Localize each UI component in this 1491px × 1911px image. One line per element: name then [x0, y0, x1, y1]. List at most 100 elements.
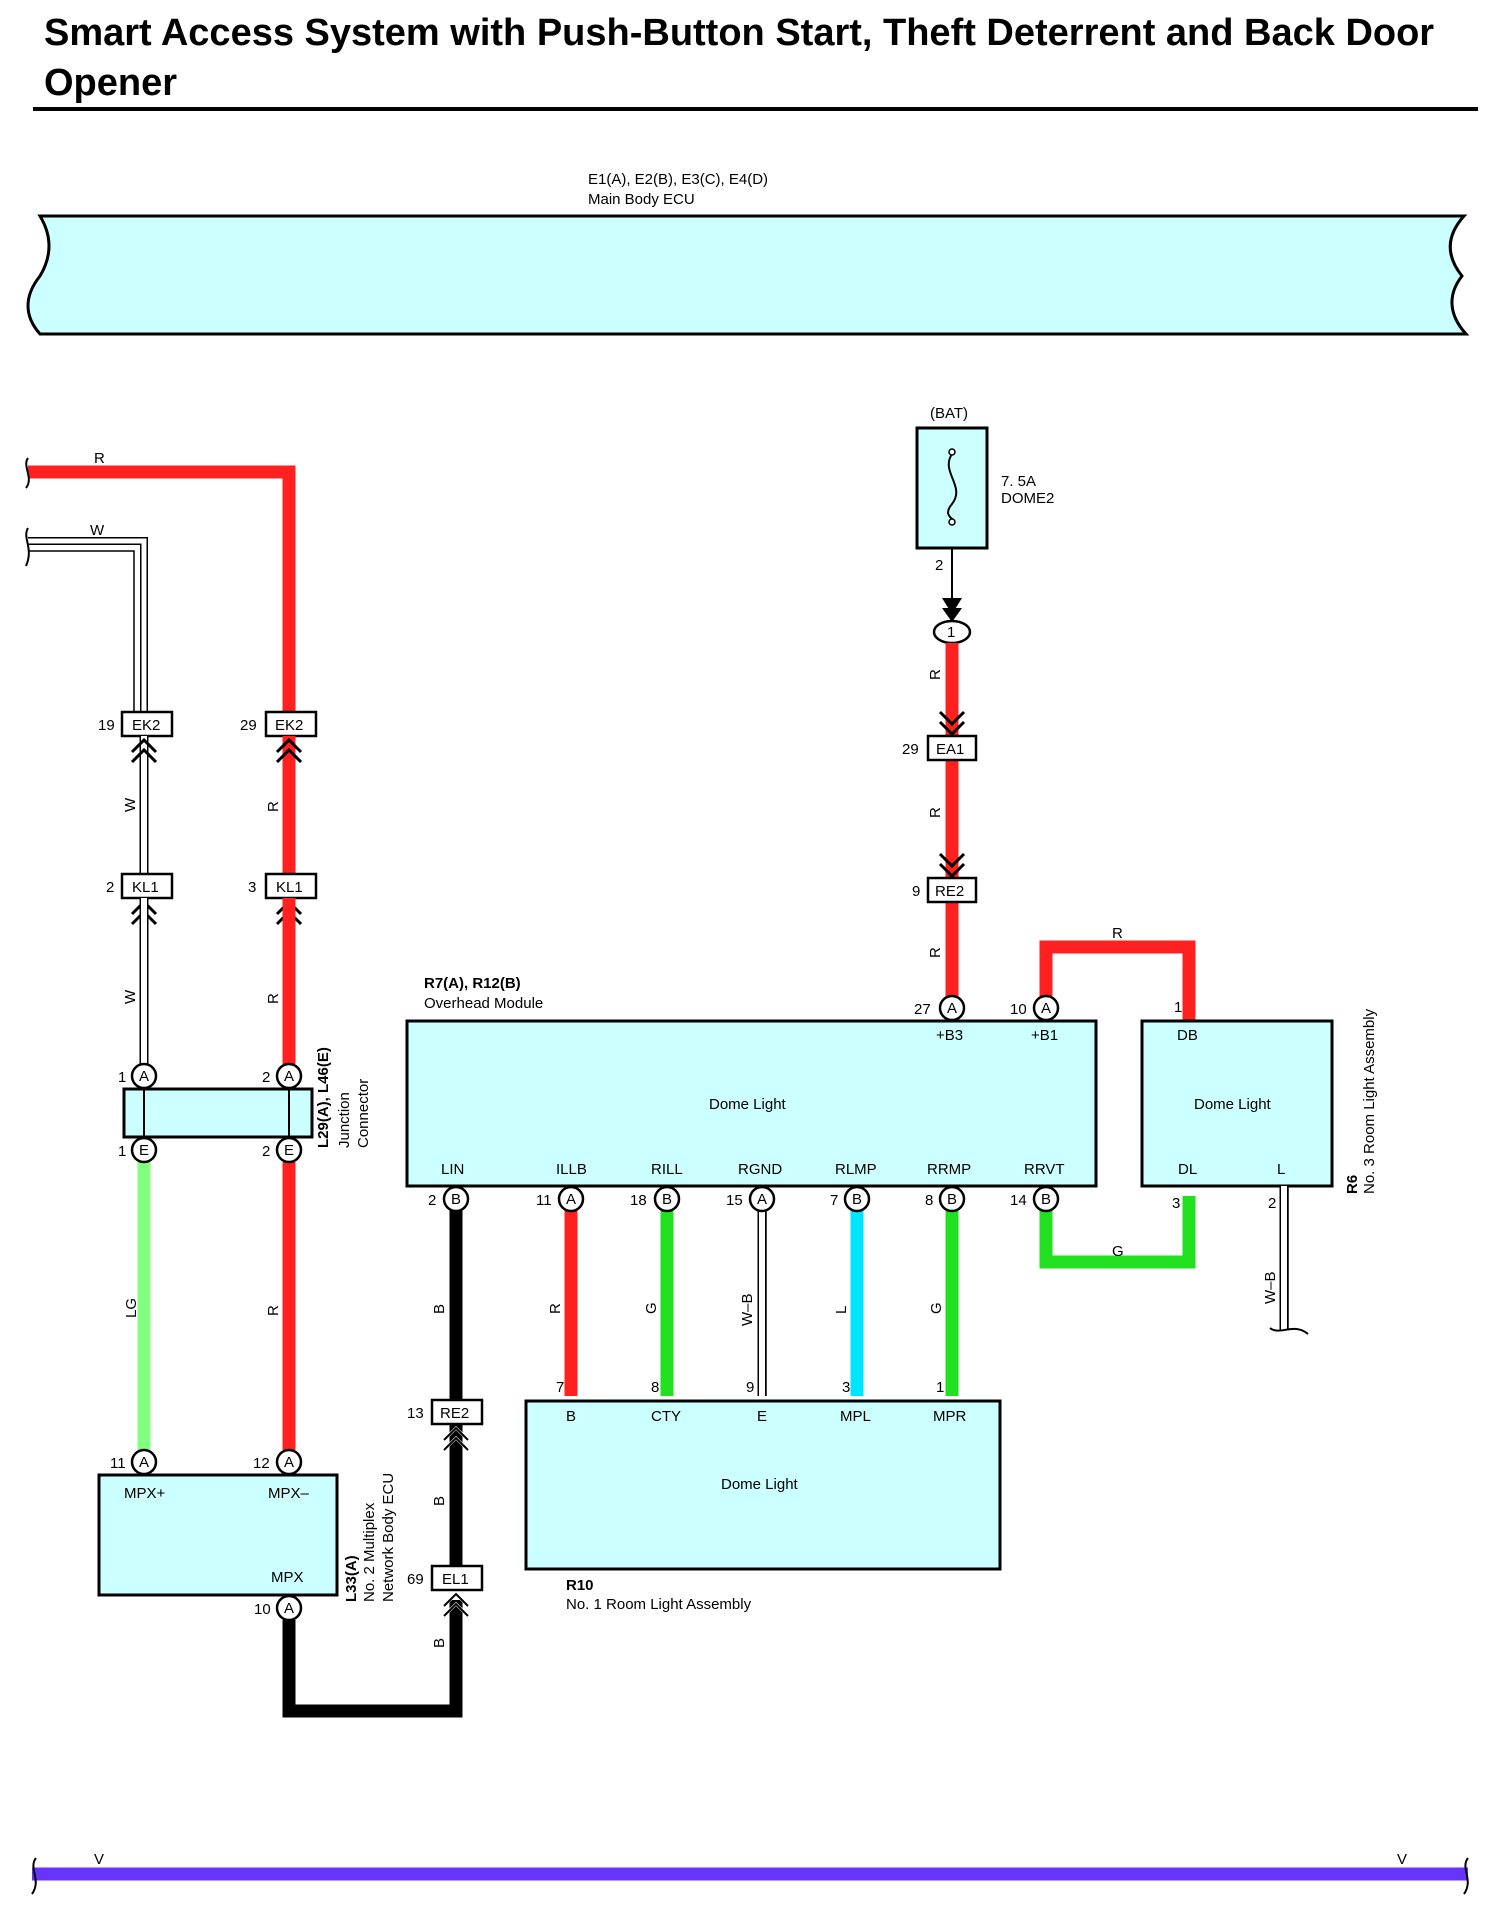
svg-text:10: 10: [1010, 1001, 1027, 1018]
pin-jc-e1: E 1: [118, 1136, 158, 1164]
svg-text:2: 2: [262, 1069, 270, 1086]
room1-id: R10: [566, 1577, 594, 1594]
room1-pin-num-cty: 8: [651, 1379, 659, 1396]
svg-text:E: E: [139, 1142, 149, 1159]
wire-bottom-violet: [31, 1857, 1469, 1895]
mpx-pin-mpx: MPX: [271, 1569, 304, 1586]
svg-text:B: B: [947, 1191, 957, 1208]
connector-ek2-r: EK2 29: [240, 710, 318, 738]
wire-label-r2: R: [265, 993, 282, 1004]
mpx-pin-minus: MPX–: [268, 1485, 310, 1502]
connector-re2-top: RE2 9: [912, 876, 978, 904]
overhead-inner-label: Dome Light: [709, 1096, 787, 1113]
pin-mpx-minus: A 12: [253, 1448, 303, 1476]
overhead-module-box: [405, 1019, 1098, 1188]
overhead-name: Overhead Module: [424, 995, 543, 1012]
connector-kl1-r: KL1 3: [248, 872, 318, 900]
svg-text:E: E: [284, 1142, 294, 1159]
junction-node-1: 1: [932, 619, 972, 645]
svg-text:11: 11: [110, 1455, 126, 1472]
overhead-pin-rlmp: RLMP: [835, 1161, 877, 1178]
mpx-name-2: Network Body ECU: [380, 1473, 397, 1602]
svg-text:1: 1: [118, 1069, 126, 1086]
svg-text:7: 7: [830, 1192, 838, 1209]
overhead-pin-rgnd: RGND: [738, 1161, 782, 1178]
ecu-name: Main Body ECU: [588, 191, 695, 208]
svg-text:A: A: [284, 1600, 294, 1617]
svg-text:19: 19: [98, 717, 115, 734]
fuse-pin: 2: [935, 557, 943, 574]
svg-text:B: B: [451, 1191, 461, 1208]
connector-el1: EL1 69: [407, 1564, 484, 1592]
svg-text:B: B: [1041, 1191, 1051, 1208]
room3-pin-db: DB: [1177, 1027, 1198, 1044]
pin-ovh-rrmp: B 8: [925, 1185, 966, 1213]
wire-label-wb-rgnd: W–B: [739, 1293, 756, 1326]
svg-text:A: A: [757, 1191, 767, 1208]
svg-text:15: 15: [726, 1192, 743, 1209]
room1-pin-mpr: MPR: [933, 1408, 967, 1425]
wire-label-wb-l: W–B: [1262, 1271, 1279, 1304]
pin-ovh-b3: A 27: [914, 994, 966, 1022]
room1-pin-e: E: [757, 1408, 767, 1425]
svg-text:KL1: KL1: [276, 879, 303, 896]
room1-pin-b: B: [566, 1408, 576, 1425]
svg-text:27: 27: [914, 1001, 931, 1018]
svg-text:EA1: EA1: [936, 741, 964, 758]
pin-ovh-rrvt: B 14: [1010, 1185, 1060, 1213]
wire-label-top-r: R: [94, 450, 105, 467]
fuse-source: (BAT): [930, 405, 968, 422]
svg-text:RE2: RE2: [440, 1405, 469, 1422]
svg-text:1: 1: [118, 1143, 126, 1160]
wire-label-r-ea1: R: [927, 807, 944, 818]
junction-id: L29(A), L46(E): [315, 1047, 332, 1148]
junction-name-2: Connector: [355, 1079, 372, 1148]
svg-text:A: A: [566, 1191, 576, 1208]
wire-label-r-illb: R: [547, 1303, 564, 1314]
pin-ovh-b1: A 10: [1010, 994, 1060, 1022]
overhead-pin-rrvt: RRVT: [1024, 1161, 1065, 1178]
svg-text:A: A: [139, 1068, 149, 1085]
main-body-ecu-box: [26, 214, 1470, 336]
junction-name-1: Junction: [336, 1092, 353, 1148]
connector-re2-bottom: RE2 13: [407, 1398, 484, 1426]
room1-pin-num-mpl: 3: [842, 1379, 850, 1396]
svg-text:2: 2: [262, 1143, 270, 1160]
wire-label-r-b1: R: [1112, 925, 1123, 942]
ecu-id: E1(A), E2(B), E3(C), E4(D): [588, 171, 768, 188]
wire-label-g-rill: G: [643, 1302, 660, 1314]
wire-label-r3: R: [265, 1305, 282, 1316]
pin-ovh-rill: B 18: [630, 1185, 681, 1213]
room3-name: No. 3 Room Light Assembly: [1361, 1008, 1378, 1194]
overhead-pin-b3: +B3: [936, 1027, 963, 1044]
svg-text:69: 69: [407, 1571, 424, 1588]
pin-ovh-rgnd: A 15: [726, 1185, 776, 1213]
fuse-rating: 7. 5A: [1001, 473, 1036, 490]
wire-label-r-re2: R: [927, 947, 944, 958]
fuse-name: DOME2: [1001, 490, 1054, 507]
mpx-pin-plus: MPX+: [124, 1485, 166, 1502]
svg-text:A: A: [1041, 1000, 1051, 1017]
svg-text:2: 2: [106, 879, 114, 896]
room1-pin-mpl: MPL: [840, 1408, 871, 1425]
pin-mpx: A 10: [254, 1594, 303, 1622]
svg-text:KL1: KL1: [132, 879, 159, 896]
room1-pin-cty: CTY: [651, 1408, 681, 1425]
connector-ea1: EA1 29: [902, 734, 978, 762]
svg-text:14: 14: [1010, 1192, 1027, 1209]
svg-text:10: 10: [254, 1601, 271, 1618]
room1-pin-num-e: 9: [746, 1379, 754, 1396]
wire-label-w1: W: [122, 797, 139, 812]
room3-pin-num-dl: 3: [1172, 1195, 1180, 1212]
overhead-pin-rill: RILL: [651, 1161, 683, 1178]
svg-text:18: 18: [630, 1192, 647, 1209]
mpx-name-1: No. 2 Multiplex: [361, 1502, 378, 1602]
svg-text:9: 9: [912, 883, 920, 900]
svg-text:EL1: EL1: [442, 1571, 469, 1588]
fuse-box: [915, 426, 989, 550]
svg-text:B: B: [852, 1191, 862, 1208]
connector-ek2-w: EK2 19: [98, 710, 174, 738]
svg-text:1: 1: [947, 624, 955, 641]
pin-jc-e2: E 2: [262, 1136, 303, 1164]
